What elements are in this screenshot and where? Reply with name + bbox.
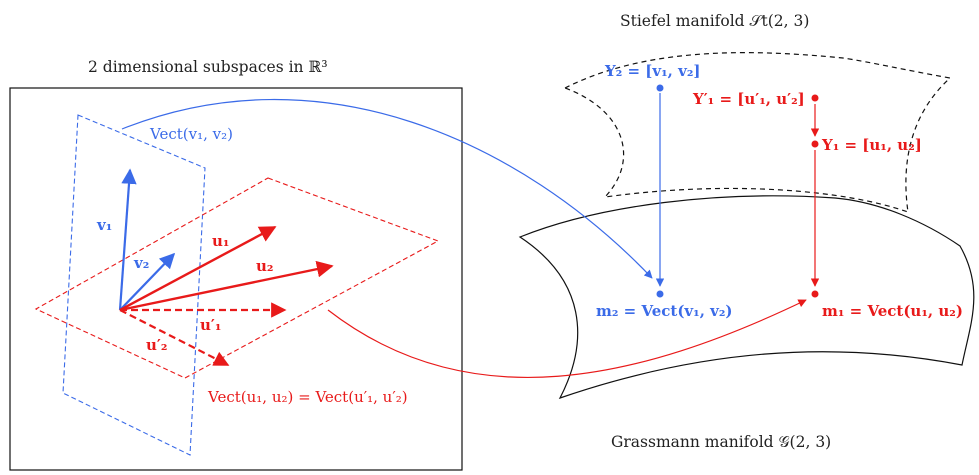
subspace-frame <box>9 87 463 471</box>
u2-label: u₂ <box>256 257 273 275</box>
u1-label: u₁ <box>212 232 229 250</box>
blue-plane-label: Vect(v₁, v₂) <box>149 125 233 143</box>
grassmann-surface <box>518 195 975 400</box>
Y2-point <box>656 84 664 92</box>
m2-label: m₂ = Vect(v₁, v₂) <box>596 302 733 320</box>
blue-plane <box>62 114 206 456</box>
v2-arrow <box>119 252 176 311</box>
u2-prime-arrow <box>119 309 230 366</box>
Y1-point <box>811 140 819 148</box>
m1-point <box>811 290 819 298</box>
m1-label: m₁ = Vect(u₁, u₂) <box>822 302 963 320</box>
blue-mapping-curve <box>121 99 653 279</box>
u2-prime-label: u′₂ <box>146 336 167 354</box>
u1-arrow <box>119 225 277 312</box>
stiefel-title: Stiefel manifold 𝒮t(2, 3) <box>620 12 809 30</box>
red-plane <box>34 177 440 379</box>
v2-label: v₂ <box>133 254 149 272</box>
left-title: 2 dimensional subspaces in ℝ³ <box>88 58 328 76</box>
m2-point <box>656 290 664 298</box>
grassmann-title: Grassmann manifold 𝒢(2, 3) <box>611 433 831 451</box>
Y1-prime-point <box>811 94 819 102</box>
red-plane-label: Vect(u₁, u₂) = Vect(u′₁, u′₂) <box>207 388 408 406</box>
Y1-prime-label: Y′₁ = [u′₁, u′₂] <box>692 90 805 108</box>
u2-arrow <box>119 260 334 312</box>
red-mapping-curve <box>327 299 807 378</box>
Y1-label: Y₁ = [u₁, u₂] <box>821 136 922 154</box>
v1-label: v₁ <box>96 216 112 234</box>
stiefel-surface <box>563 52 952 213</box>
v1-arrow <box>118 168 137 311</box>
Y2-label: Y₂ = [v₁, v₂] <box>604 62 701 80</box>
u1-prime-label: u′₁ <box>200 316 221 334</box>
